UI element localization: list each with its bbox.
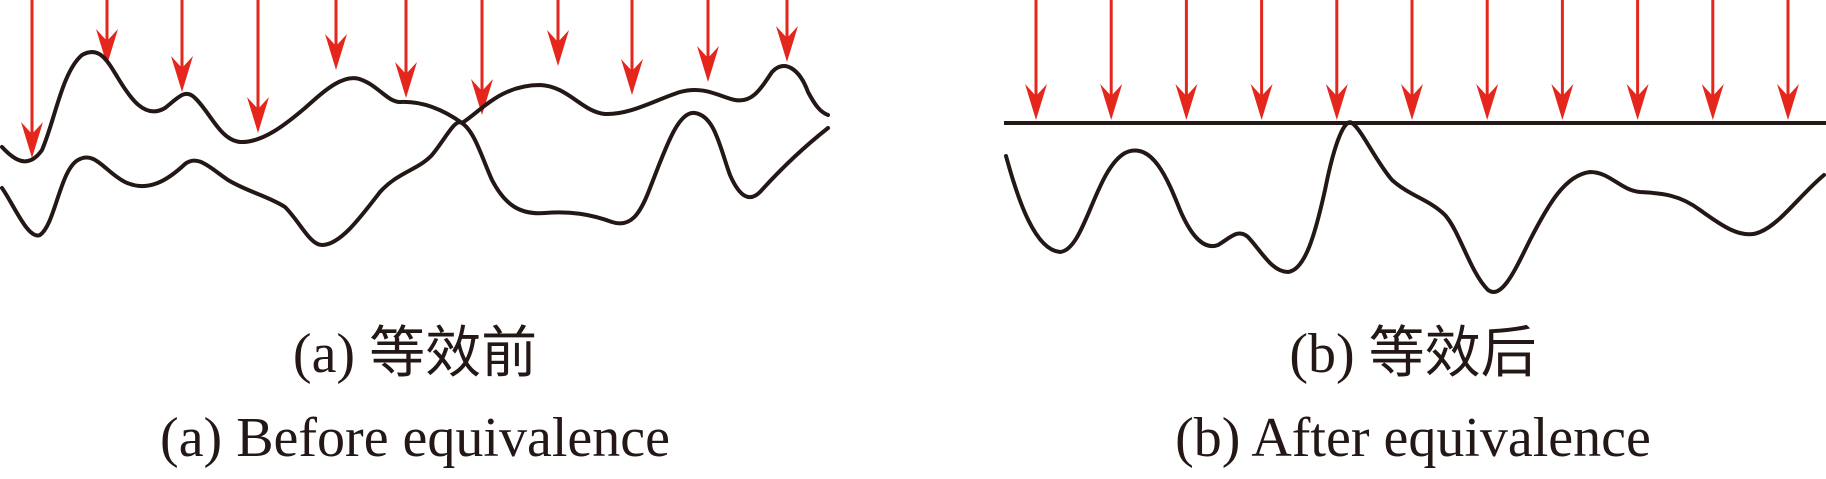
panel-a-force-arrow xyxy=(776,0,798,62)
panel-b-force-arrow xyxy=(1401,0,1423,120)
panel-a-caption-english: (a) Before equivalence xyxy=(160,407,670,469)
panel-b-force-arrow xyxy=(1025,0,1047,120)
panel-a-force-arrow xyxy=(697,0,719,82)
panel-b-force-arrow xyxy=(1100,0,1123,120)
panel-b-arrows xyxy=(1025,0,1799,120)
panel-a-force-arrow xyxy=(171,0,193,92)
panel-a xyxy=(0,0,830,247)
panel-a-lower-rough-surface xyxy=(0,110,830,247)
panel-b xyxy=(1004,0,1826,294)
panel-a-force-arrow xyxy=(471,0,493,115)
panel-b-force-arrow xyxy=(1777,0,1799,120)
panel-b-equivalent-rough-surface xyxy=(1004,120,1826,294)
panel-b-caption-english: (b) After equivalence xyxy=(1175,407,1651,469)
panel-a-force-arrow xyxy=(547,0,569,66)
panel-a-arrows xyxy=(21,0,798,158)
panel-b-force-arrow xyxy=(1250,0,1273,120)
panel-b-force-arrow xyxy=(1701,0,1724,120)
panel-b-force-arrow xyxy=(1551,0,1574,120)
panel-a-caption-chinese: (a) 等效前 xyxy=(292,323,538,385)
panel-a-force-arrow xyxy=(395,0,417,98)
panel-a-force-arrow xyxy=(325,0,347,70)
panel-b-force-arrow xyxy=(1325,0,1348,120)
panel-a-upper-rough-surface xyxy=(0,50,830,164)
panel-b-force-arrow xyxy=(1626,0,1649,120)
panel-a-force-arrow xyxy=(21,0,43,158)
panel-a-force-arrow xyxy=(96,0,118,65)
panel-b-caption-chinese: (b) 等效后 xyxy=(1289,323,1537,385)
panel-b-force-arrow xyxy=(1175,0,1198,120)
panel-b-force-arrow xyxy=(1476,0,1499,120)
panel-a-force-arrow xyxy=(621,0,643,95)
panel-a-force-arrow xyxy=(247,0,269,133)
